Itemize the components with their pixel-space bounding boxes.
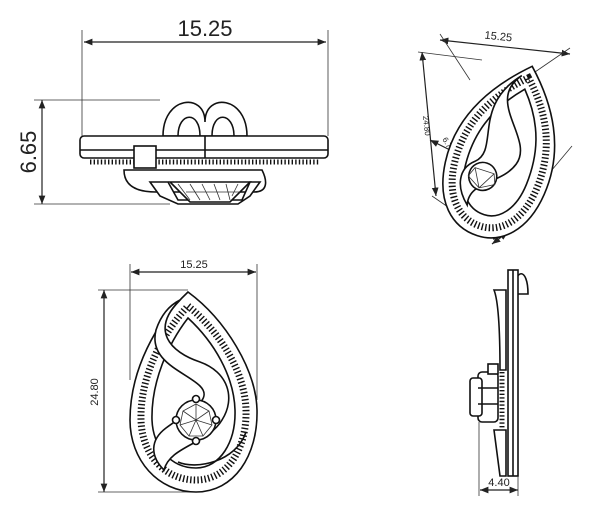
prong-3 <box>191 436 201 446</box>
iso-height-dimension-line <box>419 51 439 197</box>
isometric-view: 15.25 24.80 6.73 4.40 <box>417 30 573 245</box>
prong-1 <box>191 394 201 404</box>
iso-width-label: 15.25 <box>484 30 513 45</box>
top-height-label: 6.65 <box>16 131 41 174</box>
side-depth-label: 4.40 <box>488 477 509 489</box>
top-width-label: 15.25 <box>177 16 232 41</box>
side-view: 4.40 <box>469 269 529 496</box>
front-view: 15.25 24.80 <box>89 259 258 493</box>
prong-base <box>148 181 262 205</box>
pendant-plate-top-view <box>79 135 329 159</box>
bail-loop-shape <box>162 101 248 137</box>
front-width-label: 15.25 <box>180 259 208 271</box>
iso-height-label: 24.80 <box>421 115 432 136</box>
front-height-label: 24.80 <box>89 378 101 406</box>
prong-4 <box>171 415 181 425</box>
top-view: 15.25 6.65 <box>16 16 329 205</box>
prong-2 <box>211 415 221 425</box>
clasp-box <box>133 145 157 169</box>
iso-width-dimension-line <box>439 37 571 57</box>
